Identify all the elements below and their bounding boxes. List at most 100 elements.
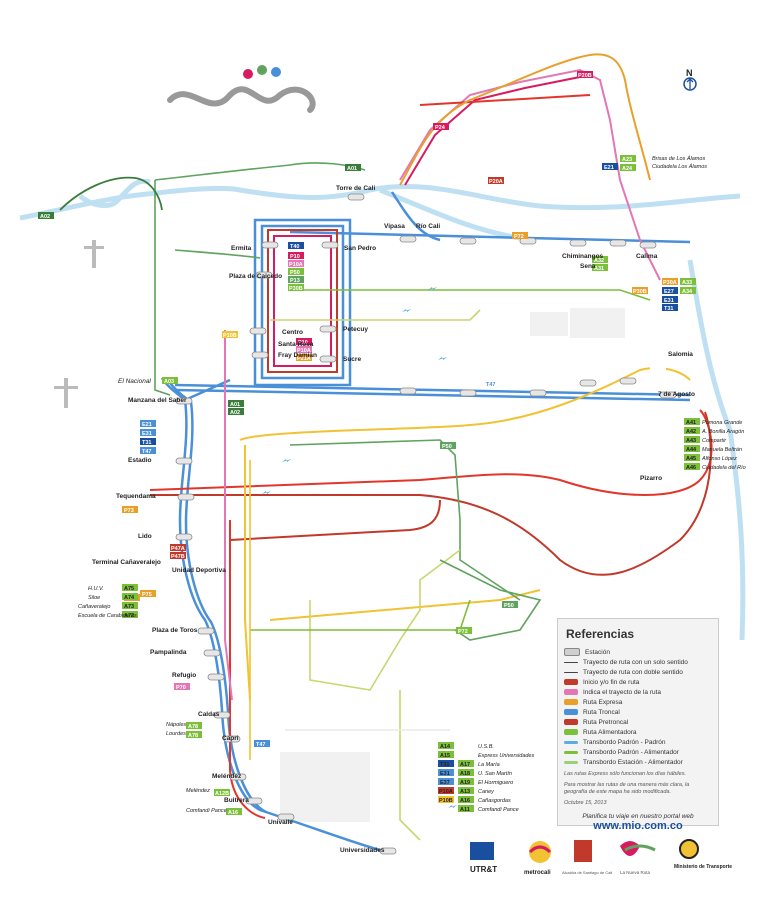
station-label: Santa Rosa xyxy=(278,341,314,348)
svg-text:A46: A46 xyxy=(686,465,696,471)
svg-text:A23: A23 xyxy=(622,157,632,163)
station-label: El Nacional xyxy=(118,378,151,385)
svg-text:A33: A33 xyxy=(682,280,692,286)
ref-item: Indica el trayecto de la ruta xyxy=(564,687,712,697)
station-label: Manzana del Saber xyxy=(128,397,187,404)
station-label: Estadio xyxy=(128,457,152,464)
cristo-rey-icon xyxy=(54,378,78,408)
svg-text:A15: A15 xyxy=(440,753,450,759)
svg-text:A74: A74 xyxy=(124,595,135,601)
svg-text:A01: A01 xyxy=(230,402,240,408)
svg-text:A78: A78 xyxy=(188,733,198,739)
ref-note: Para mostrar las rutas de una manera más… xyxy=(564,782,690,795)
tres-cruces-icon xyxy=(84,240,104,268)
river-lines xyxy=(19,178,746,641)
right-feeder-legend: A41 Pomona Grande A42 A. Bonilla Aragón … xyxy=(652,155,746,471)
svg-text:T47: T47 xyxy=(142,449,151,455)
station-label: Buitrera xyxy=(224,797,249,804)
portal-link[interactable]: www.mio.com.co xyxy=(593,820,683,832)
svg-text:Alfonso López: Alfonso López xyxy=(701,456,737,462)
svg-text:A13: A13 xyxy=(460,789,470,795)
svg-text:A45: A45 xyxy=(686,456,696,462)
svg-text:P50: P50 xyxy=(442,444,452,450)
svg-text:Manuela Beltrán: Manuela Beltrán xyxy=(702,447,742,453)
alcaldia-logo: Alcaldía de Santiago de Cali xyxy=(562,840,612,875)
svg-text:A17: A17 xyxy=(460,762,470,768)
svg-text:P70: P70 xyxy=(176,685,186,691)
station-label: Terminal Cañaveralejo xyxy=(92,559,161,566)
svg-text:A. Bonilla Aragón: A. Bonilla Aragón xyxy=(701,429,744,435)
svg-text:P10A: P10A xyxy=(297,348,311,354)
svg-text:P72: P72 xyxy=(458,629,468,635)
svg-text:A16: A16 xyxy=(460,798,470,804)
svg-text:Ciudadela Los Álamos: Ciudadela Los Álamos xyxy=(652,163,707,170)
svg-text:Comfandi Pance: Comfandi Pance xyxy=(478,807,519,813)
station-label: Chiminangos xyxy=(562,253,604,260)
svg-text:A44: A44 xyxy=(686,447,697,453)
svg-text:A03: A03 xyxy=(164,379,174,385)
svg-text:La Nueva Ruta: La Nueva Ruta xyxy=(620,870,651,875)
svg-text:P75: P75 xyxy=(142,592,152,598)
ref-item: Trayecto de ruta con un solo sentido xyxy=(564,657,712,667)
svg-text:Ministerio de Transporte: Ministerio de Transporte xyxy=(674,864,732,870)
metrocali-logo: metrocali xyxy=(524,841,552,876)
ref-item: Ruta Pretroncal xyxy=(564,717,712,727)
svg-text:Comfandi Pance: Comfandi Pance xyxy=(186,808,227,814)
svg-text:P10: P10 xyxy=(290,254,300,260)
ref-item: Transbordo Estación - Alimentador xyxy=(564,757,712,767)
station-label: Capri xyxy=(222,735,239,742)
nueva-ruta-logo: La Nueva Ruta xyxy=(620,841,656,875)
station-label: Pizarro xyxy=(640,475,662,482)
station-label: Río Cali xyxy=(416,223,440,230)
station-label: Ermita xyxy=(231,245,252,252)
svg-text:metrocali: metrocali xyxy=(524,870,551,876)
svg-text:Nápoles: Nápoles xyxy=(166,722,186,728)
svg-text:A31: A31 xyxy=(594,266,604,272)
bottom-feeder-legend: A14 U.S.B. A15 Express Universidades A17… xyxy=(166,722,534,814)
svg-text:P10B: P10B xyxy=(223,333,237,339)
svg-text:E31: E31 xyxy=(440,771,450,777)
feeder-name: Siloe xyxy=(88,595,100,601)
svg-text:A11: A11 xyxy=(460,807,470,813)
svg-text:E37: E37 xyxy=(440,780,450,786)
svg-text:A41: A41 xyxy=(686,420,696,426)
svg-text:P72: P72 xyxy=(514,234,524,240)
svg-text:N: N xyxy=(686,68,693,78)
references-legend: Referencias Estación Trayecto de ruta co… xyxy=(557,618,719,832)
svg-text:P30B: P30B xyxy=(289,286,303,292)
svg-text:P30B: P30B xyxy=(633,289,647,295)
station-label: Unidad Deportiva xyxy=(172,567,226,574)
svg-text:P24: P24 xyxy=(435,125,446,131)
svg-text:A14: A14 xyxy=(440,744,451,750)
svg-text:E31: E31 xyxy=(664,298,674,304)
mio-logo xyxy=(167,65,316,113)
ref-item: Trayecto de ruta con doble sentido xyxy=(564,667,712,677)
svg-text:T47: T47 xyxy=(486,382,495,388)
svg-text:El Hormiguero: El Hormiguero xyxy=(478,780,513,786)
station-label: Meléndez xyxy=(212,773,242,780)
station-label: Torre de Cali xyxy=(336,185,375,192)
ministerio-logo: Ministerio de Transporte xyxy=(674,839,732,870)
svg-text:P10B: P10B xyxy=(439,798,453,804)
svg-text:T40: T40 xyxy=(290,244,299,250)
ref-note: Las rutas Express sólo funcionan los día… xyxy=(564,771,686,777)
svg-text:Pomona Grande: Pomona Grande xyxy=(702,420,742,426)
svg-text:A75: A75 xyxy=(124,586,134,592)
svg-text:P50: P50 xyxy=(290,270,300,276)
svg-text:A12B: A12B xyxy=(215,791,229,797)
route-tags: T40 P10 P10A P50 P13 P30B P10 P10A P21A … xyxy=(38,71,696,816)
svg-text:P30A: P30A xyxy=(663,280,677,286)
svg-text:T31: T31 xyxy=(440,762,449,768)
ref-item: Transbordo Padrón - Alimentador xyxy=(564,747,712,757)
svg-text:Meléndez: Meléndez xyxy=(186,788,210,794)
station-label: Petecuy xyxy=(343,326,368,333)
svg-text:T31: T31 xyxy=(142,440,151,446)
alimentadora-routes xyxy=(154,162,651,841)
a02-route xyxy=(59,176,163,211)
station-label: Tequendama xyxy=(116,493,156,500)
station-label: Sucre xyxy=(343,356,361,363)
svg-text:P10A: P10A xyxy=(439,789,453,795)
footer-logos: UTR&T metrocali Alcaldía de Santiago de … xyxy=(470,839,732,876)
svg-text:Caney: Caney xyxy=(478,789,495,795)
svg-text:A24: A24 xyxy=(622,166,633,172)
